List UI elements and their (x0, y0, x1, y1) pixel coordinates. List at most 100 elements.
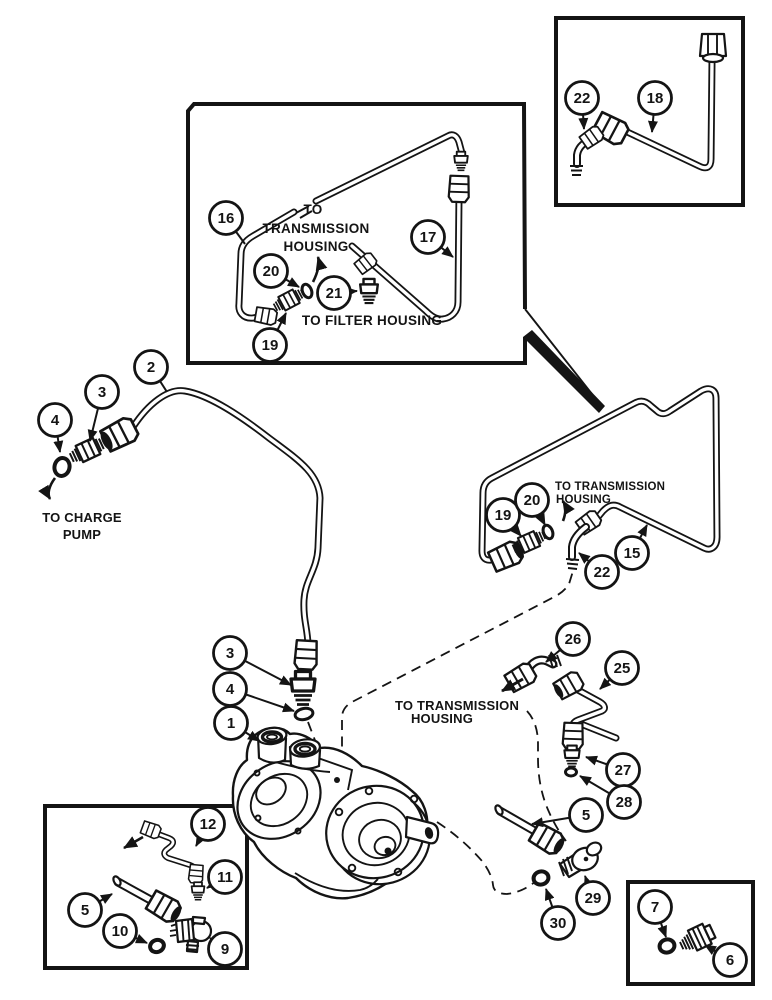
fitting-9 (169, 915, 213, 954)
callout-6: 6 (704, 942, 748, 978)
tube-5-main (494, 804, 567, 858)
o-ring-20-right (541, 523, 555, 541)
housing-port-1 (256, 726, 288, 764)
callout-12: 12 (190, 806, 226, 847)
svg-text:10: 10 (112, 923, 129, 940)
svg-text:11: 11 (217, 869, 233, 886)
label-to-filter-housing: TO FILTER HOUSING (302, 313, 442, 328)
svg-text:28: 28 (616, 794, 633, 811)
connector-3-housing (289, 669, 317, 707)
callout-9: 9 (207, 931, 243, 967)
filter-housing-casting (231, 726, 440, 900)
svg-text:9: 9 (221, 941, 229, 958)
svg-text:2: 2 (147, 359, 155, 376)
text-labels: TO TRANSMISSION HOUSING TO FILTER HOUSIN… (42, 202, 665, 726)
elbow-29 (558, 841, 603, 879)
svg-text:3: 3 (98, 384, 106, 401)
o-ring-7 (657, 937, 677, 955)
mid-flow-arrow (501, 677, 524, 693)
callout-10: 10 (102, 913, 148, 949)
callout-3-housing: 3 (212, 635, 292, 686)
callout-19-right: 19 (485, 497, 522, 537)
direction-arrows (38, 256, 575, 850)
tube-25-top-nut (551, 668, 587, 702)
svg-text:6: 6 (726, 952, 734, 969)
callout-17: 17 (410, 219, 454, 258)
callout-4-housing: 4 (212, 671, 295, 713)
housing-port-2 (288, 738, 322, 770)
svg-text:29: 29 (585, 890, 602, 907)
callout-19-inset: 19 (252, 312, 288, 363)
svg-text:21: 21 (326, 285, 343, 302)
label-inset-housing: HOUSING (283, 239, 348, 254)
inset-box-bottom-left (43, 804, 249, 970)
callouts: 2 3 4 16 17 20 21 19 22 18 19 20 22 15 3… (37, 80, 748, 978)
fitting-27 (563, 744, 581, 768)
callout-29: 29 (575, 875, 611, 916)
callout-7: 7 (637, 889, 673, 938)
callout-16: 16 (208, 200, 246, 245)
label-right-to-transmission: TO TRANSMISSION (555, 481, 665, 493)
elbow-22-top (570, 123, 606, 176)
callout-11: 11 (206, 859, 243, 895)
tube-12-nut-a (139, 819, 163, 841)
callout-22-top: 22 (564, 80, 600, 130)
label-mid-to-transmission: TO TRANSMISSION (395, 698, 519, 713)
label-inset-transmission: TRANSMISSION (262, 221, 369, 236)
svg-text:4: 4 (226, 681, 235, 698)
label-right-housing: HOUSING (556, 494, 611, 506)
callout-18: 18 (637, 80, 673, 133)
tube-25 (551, 668, 616, 751)
callout-22-right: 22 (578, 552, 620, 590)
connector-3-charge (66, 433, 110, 467)
o-ring-28 (564, 766, 578, 778)
charge-pump-arrow (38, 477, 57, 500)
tube-18 (590, 32, 728, 168)
svg-text:15: 15 (624, 545, 641, 562)
callout-28: 28 (579, 775, 642, 820)
tube-16-nut (253, 305, 279, 327)
callout-2: 2 (133, 349, 169, 393)
o-ring-30 (531, 869, 551, 887)
svg-text:25: 25 (614, 660, 631, 677)
callout-4-charge: 4 (37, 402, 73, 453)
callout-30: 30 (540, 888, 576, 941)
right-flow-arrow (561, 500, 575, 522)
fitting-21 (358, 277, 380, 305)
callout-15: 15 (614, 524, 650, 571)
svg-text:1: 1 (227, 715, 235, 732)
tube-break-marks (295, 205, 313, 219)
callout-27: 27 (585, 752, 641, 788)
callout-5-main: 5 (531, 797, 604, 833)
svg-text:19: 19 (495, 507, 512, 524)
svg-text:19: 19 (262, 337, 279, 354)
inset-box-bottom-right (626, 880, 755, 986)
tube-17-top-fitting (453, 150, 469, 172)
housing-rear-boss (404, 815, 440, 845)
svg-text:26: 26 (565, 631, 582, 648)
inset-flow-arrow (311, 256, 328, 283)
svg-text:17: 17 (420, 229, 437, 246)
elbow-22-right (565, 523, 590, 570)
label-charge-pump: PUMP (63, 527, 101, 542)
svg-text:16: 16 (218, 210, 235, 227)
svg-text:18: 18 (647, 90, 664, 107)
svg-text:27: 27 (615, 762, 632, 779)
o-ring-4-housing (293, 706, 315, 722)
o-ring-4-charge (52, 456, 72, 478)
tube-2-flare-nut (98, 414, 142, 454)
callout-26: 26 (545, 621, 591, 663)
callout-1: 1 (213, 705, 260, 742)
tube-2-lower-nut (293, 638, 319, 672)
label-to-charge: TO CHARGE (42, 510, 122, 525)
callout-20-inset: 20 (253, 253, 300, 289)
callout-25: 25 (599, 650, 640, 690)
label-mid-housing: HOUSING (411, 711, 473, 726)
callout-3-charge: 3 (84, 374, 120, 442)
o-ring-10 (148, 937, 166, 955)
tube-2-charge-pump (98, 391, 320, 672)
svg-text:5: 5 (81, 902, 89, 919)
callout-20-right: 20 (514, 482, 550, 526)
